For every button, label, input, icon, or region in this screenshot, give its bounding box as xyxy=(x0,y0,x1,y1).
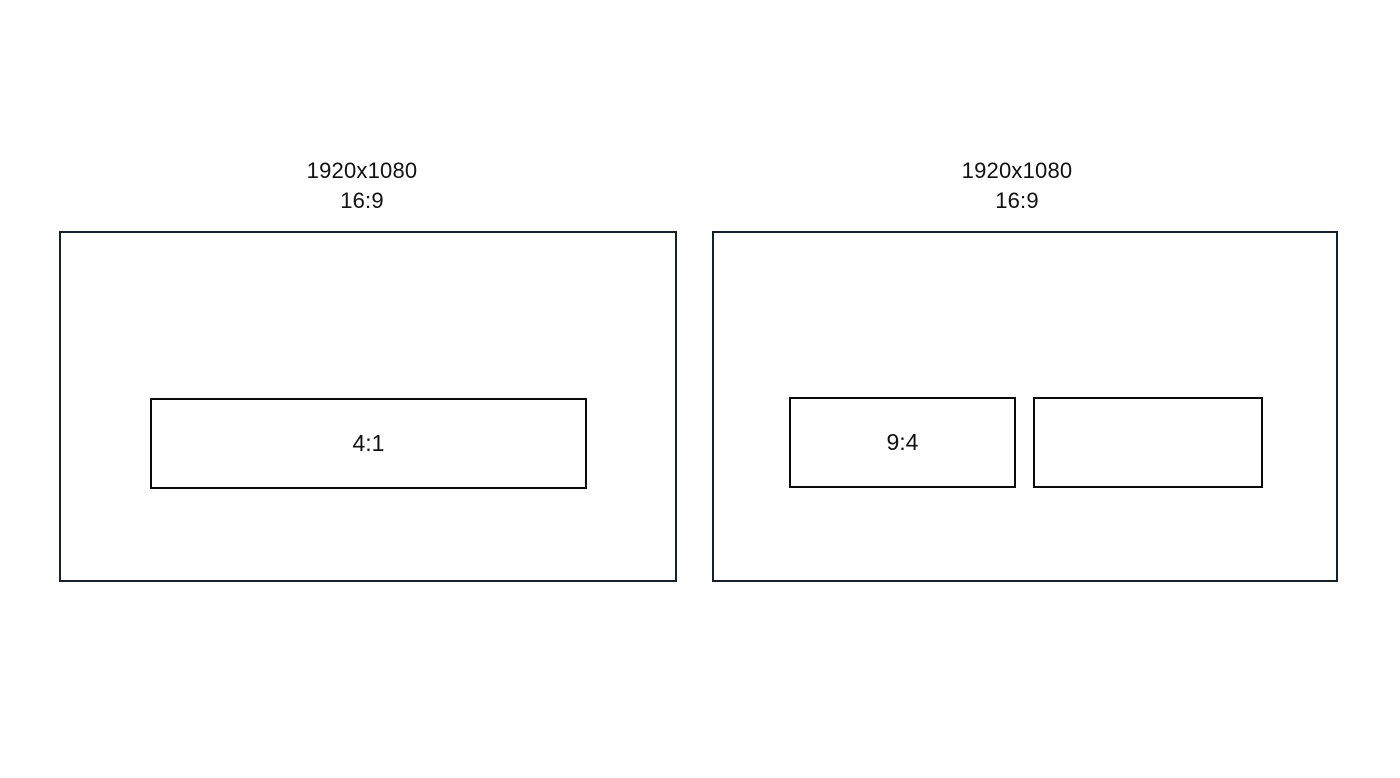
right-window-box-label: 9:4 xyxy=(886,429,919,455)
left-screen-outline: 4:1 xyxy=(59,231,677,582)
right-aspect-ratio-label: 16:9 xyxy=(995,188,1039,213)
left-window-box-4-1: 4:1 xyxy=(150,398,587,489)
right-window-box-empty xyxy=(1033,397,1263,488)
left-window-box-label: 4:1 xyxy=(352,430,385,456)
left-screen-caption: 1920x1080 16:9 xyxy=(242,156,482,216)
right-screen-caption: 1920x1080 16:9 xyxy=(897,156,1137,216)
left-resolution-label: 1920x1080 xyxy=(306,158,418,183)
right-window-box-9-4: 9:4 xyxy=(789,397,1016,488)
right-screen-outline: 9:4 xyxy=(712,231,1338,582)
right-resolution-label: 1920x1080 xyxy=(961,158,1073,183)
left-aspect-ratio-label: 16:9 xyxy=(340,188,384,213)
